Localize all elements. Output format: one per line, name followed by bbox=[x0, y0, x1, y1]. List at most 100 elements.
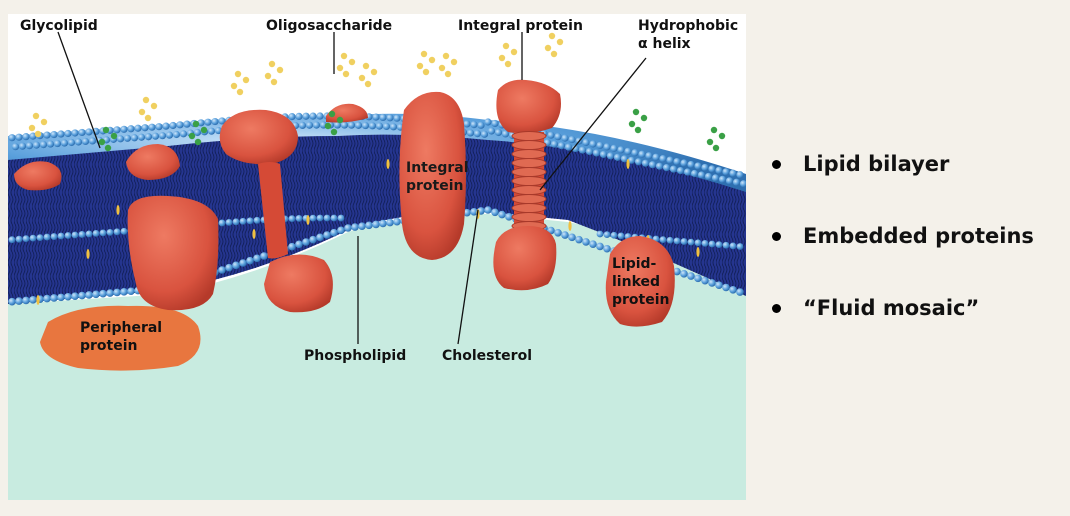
sugar-chain bbox=[438, 52, 458, 78]
sugar-unit bbox=[200, 126, 208, 134]
head-group bbox=[708, 165, 716, 173]
sugar-unit bbox=[40, 118, 48, 126]
head-group bbox=[60, 139, 69, 147]
sugar-unit bbox=[370, 68, 378, 76]
head-group bbox=[589, 140, 597, 148]
head-group bbox=[162, 122, 170, 130]
head-group bbox=[106, 228, 114, 236]
head-group bbox=[211, 117, 219, 126]
head-group bbox=[484, 118, 492, 126]
head-group bbox=[687, 238, 695, 246]
head-group bbox=[295, 215, 303, 222]
head-group bbox=[15, 133, 23, 141]
head-group bbox=[123, 134, 132, 142]
head-group bbox=[561, 231, 569, 239]
head-group bbox=[22, 235, 30, 243]
pointer-glycolipid bbox=[57, 31, 101, 149]
sugar-unit bbox=[336, 64, 344, 72]
sugar-unit bbox=[142, 96, 150, 104]
head-group bbox=[50, 294, 58, 302]
head-group bbox=[470, 121, 478, 129]
head-group bbox=[78, 128, 86, 137]
head-group bbox=[127, 125, 135, 133]
head-group bbox=[71, 292, 79, 300]
head-group bbox=[158, 132, 167, 140]
head-group bbox=[701, 239, 709, 247]
bullet-dot bbox=[772, 159, 781, 169]
sugar-unit bbox=[104, 144, 112, 152]
protein-mid-bottom bbox=[264, 254, 333, 313]
label-lipid-linked-2: linked bbox=[612, 274, 661, 290]
head-group bbox=[288, 215, 296, 223]
protein-integral-large bbox=[399, 91, 466, 261]
head-group bbox=[43, 233, 51, 241]
head-group bbox=[193, 128, 202, 137]
bullet-item: “Fluid mosaic” bbox=[772, 290, 1062, 326]
head-group bbox=[316, 214, 324, 222]
head-group bbox=[323, 214, 331, 222]
head-group bbox=[18, 142, 27, 150]
head-group bbox=[22, 133, 30, 141]
head-group bbox=[729, 285, 737, 294]
head-group bbox=[116, 135, 125, 143]
helix-turn bbox=[511, 176, 547, 186]
head-group bbox=[120, 227, 128, 235]
label-lipid-linked-1: Lipid- bbox=[612, 256, 657, 272]
cytoplasm-lower bbox=[8, 406, 746, 500]
bullet-item: Embedded proteins bbox=[772, 218, 1062, 254]
sugar-unit bbox=[444, 70, 452, 78]
head-group bbox=[736, 243, 744, 250]
head-group bbox=[113, 228, 121, 236]
label-hydrophobic: Hydrophobic bbox=[638, 18, 739, 34]
head-group bbox=[655, 162, 664, 170]
head-group bbox=[610, 231, 618, 239]
sugar-chain bbox=[498, 42, 518, 68]
head-group bbox=[680, 270, 688, 278]
head-group bbox=[659, 236, 667, 244]
cholesterol-molecule bbox=[116, 205, 120, 215]
bullet-dot bbox=[772, 231, 781, 241]
head-group bbox=[638, 150, 646, 158]
head-group bbox=[330, 214, 338, 222]
head-group bbox=[232, 261, 240, 270]
label-integral-inner-protein: protein bbox=[406, 178, 464, 194]
sugar-unit bbox=[330, 128, 338, 136]
head-group bbox=[57, 293, 65, 302]
head-group bbox=[736, 171, 744, 179]
head-group bbox=[302, 112, 310, 120]
helix-turn bbox=[511, 167, 547, 177]
sugar-unit bbox=[504, 60, 512, 68]
head-group bbox=[347, 121, 356, 129]
head-group bbox=[15, 297, 23, 305]
bullet-text: Lipid bilayer bbox=[803, 152, 950, 176]
head-group bbox=[130, 134, 139, 142]
sugar-unit bbox=[234, 70, 242, 78]
head-group bbox=[550, 140, 559, 148]
head-group bbox=[253, 216, 261, 224]
helix-turn bbox=[511, 149, 547, 159]
sugar-unit bbox=[556, 38, 564, 46]
head-group bbox=[554, 228, 562, 237]
cholesterol-molecule bbox=[386, 159, 390, 169]
head-group bbox=[571, 144, 580, 153]
pointer-hydrophobic bbox=[539, 57, 647, 191]
head-group bbox=[676, 166, 685, 175]
sugar-unit bbox=[640, 114, 648, 122]
sugar-chain bbox=[628, 108, 648, 134]
head-group bbox=[498, 210, 506, 219]
sugar-unit bbox=[324, 122, 332, 130]
head-group bbox=[708, 240, 716, 248]
head-group bbox=[92, 290, 100, 299]
label-integral-protein: Integral protein bbox=[458, 18, 583, 34]
head-group bbox=[155, 123, 163, 131]
sugar-unit bbox=[264, 72, 272, 80]
bullet-list: Lipid bilayer Embedded proteins “Fluid m… bbox=[772, 146, 1062, 362]
membrane-figure: Glycolipid Oligosaccharide Integral prot… bbox=[8, 14, 746, 500]
head-group bbox=[589, 240, 597, 248]
cholesterol-molecule bbox=[626, 159, 630, 169]
head-group bbox=[99, 229, 107, 237]
sugar-unit bbox=[192, 120, 200, 128]
head-group bbox=[99, 289, 107, 298]
sugar-unit bbox=[340, 52, 348, 60]
head-group bbox=[88, 137, 97, 145]
